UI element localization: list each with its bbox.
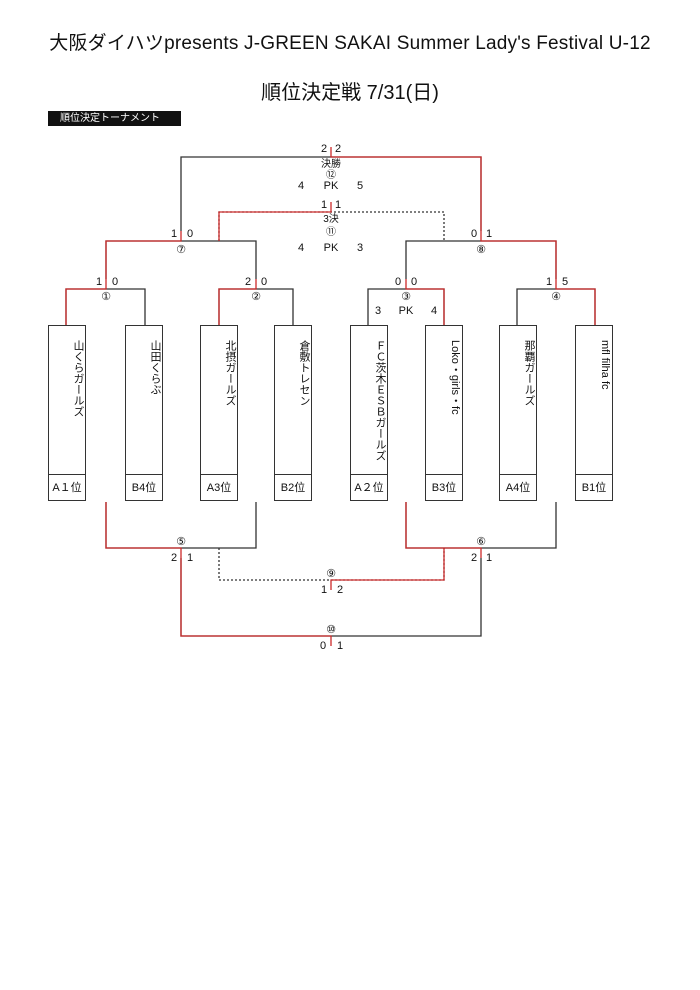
match-3-win — [405, 279, 445, 325]
match-7-score-right: 0 — [187, 228, 193, 240]
team-box-4: 倉敷トレセン — [274, 325, 312, 475]
match-12-win — [330, 147, 482, 231]
team-name: Loko・girls・fc — [449, 340, 461, 415]
team-seed: A3位 — [200, 475, 238, 501]
match-3-no: ③ — [401, 291, 411, 303]
match-6-score-left: 2 — [471, 552, 477, 564]
team-seed: B2位 — [274, 475, 312, 501]
section-tag: 順位決定トーナメント — [48, 111, 181, 126]
match-8-score-left: 0 — [471, 228, 477, 240]
team-seed: B3位 — [425, 475, 463, 501]
team-box-2: 山田くらぶ — [125, 325, 163, 475]
match-1-win — [65, 279, 107, 325]
match-8-win — [480, 231, 557, 279]
team-seed: B1位 — [575, 475, 613, 501]
match-4-score-right: 5 — [562, 276, 568, 288]
match-7-score-left: 1 — [171, 228, 177, 240]
page-title: 大阪ダイハツpresents J-GREEN SAKAI Summer Lady… — [49, 33, 651, 54]
match-2-score-right: 0 — [261, 276, 267, 288]
team-box-8: mfl filha fc — [575, 325, 613, 475]
team-seed: A２位 — [350, 475, 388, 501]
team-seed: B4位 — [125, 475, 163, 501]
match-3-score-right: 0 — [411, 276, 417, 288]
match-10-score-left: 0 — [320, 640, 326, 652]
match-1-score-right: 0 — [112, 276, 118, 288]
team-seed: A１位 — [48, 475, 86, 501]
match-10-no: ⑩ — [326, 624, 336, 636]
match-3-pk-right: 4 — [431, 305, 437, 317]
match-2-no: ② — [251, 291, 261, 303]
match-9-win — [330, 548, 445, 590]
team-box-6: Loko・girls・fc — [425, 325, 463, 475]
team-name: mfl filha fc — [599, 340, 611, 390]
final-pk-label: PK — [324, 180, 339, 192]
final-pk-right: 5 — [357, 180, 363, 192]
final-label: 決勝 — [321, 157, 341, 170]
match-6-no: ⑥ — [476, 536, 486, 548]
match-8-no: ⑧ — [476, 244, 486, 256]
match-7-win — [105, 231, 182, 279]
match-3-pk-label: PK — [399, 305, 414, 317]
third-pk-right: 3 — [357, 242, 363, 254]
match-9-score-right: 2 — [337, 584, 343, 596]
match-5-win — [105, 502, 182, 558]
final-pk-left: 4 — [298, 180, 304, 192]
team-box-1: 山くらガールズ — [48, 325, 86, 475]
match-1-score-left: 1 — [96, 276, 102, 288]
team-seed: A4位 — [499, 475, 537, 501]
match-3-pk-left: 3 — [375, 305, 381, 317]
third-pk-label: PK — [324, 242, 339, 254]
match-5-no: ⑤ — [176, 536, 186, 548]
match-9-score-left: 1 — [321, 584, 327, 596]
match-7-no: ⑦ — [176, 244, 186, 256]
third-score-right: 1 — [335, 199, 341, 211]
third-pk-left: 4 — [298, 242, 304, 254]
match-2-win — [218, 279, 257, 325]
match-5-score-right: 1 — [187, 552, 193, 564]
team-box-7: 那覇ガールズ — [499, 325, 537, 475]
match-4-no: ④ — [551, 291, 561, 303]
final-score-left: 2 — [321, 143, 327, 155]
match-10-win — [180, 558, 332, 646]
page-subtitle: 順位決定戦 7/31(日) — [261, 82, 439, 104]
team-name: ＦＣ茨木ＥＳＢガールズ — [374, 340, 386, 461]
match-1-no: ① — [101, 291, 111, 303]
team-name: 山くらガールズ — [72, 340, 84, 417]
match-6-score-right: 1 — [486, 552, 492, 564]
team-box-5: ＦＣ茨木ＥＳＢガールズ — [350, 325, 388, 475]
match-10-score-right: 1 — [337, 640, 343, 652]
team-name: 山田くらぶ — [149, 340, 161, 395]
team-box-3: 北摂ガールズ — [200, 325, 238, 475]
third-label: 3決 — [323, 213, 339, 225]
match-2-score-left: 2 — [245, 276, 251, 288]
team-name: 北摂ガールズ — [224, 340, 236, 406]
third-score-left: 1 — [321, 199, 327, 211]
final-no: ⑫ — [326, 169, 336, 181]
team-name: 倉敷トレセン — [298, 340, 310, 406]
final-score-right: 2 — [335, 143, 341, 155]
match-5-score-left: 2 — [171, 552, 177, 564]
match-11-win — [218, 202, 332, 241]
match-9-no: ⑨ — [326, 568, 336, 580]
match-4-win — [555, 279, 596, 325]
team-name: 那覇ガールズ — [523, 340, 535, 406]
match-4-score-left: 1 — [546, 276, 552, 288]
match-8-score-right: 1 — [486, 228, 492, 240]
third-no: ⑪ — [326, 226, 336, 238]
match-3-score-left: 0 — [395, 276, 401, 288]
